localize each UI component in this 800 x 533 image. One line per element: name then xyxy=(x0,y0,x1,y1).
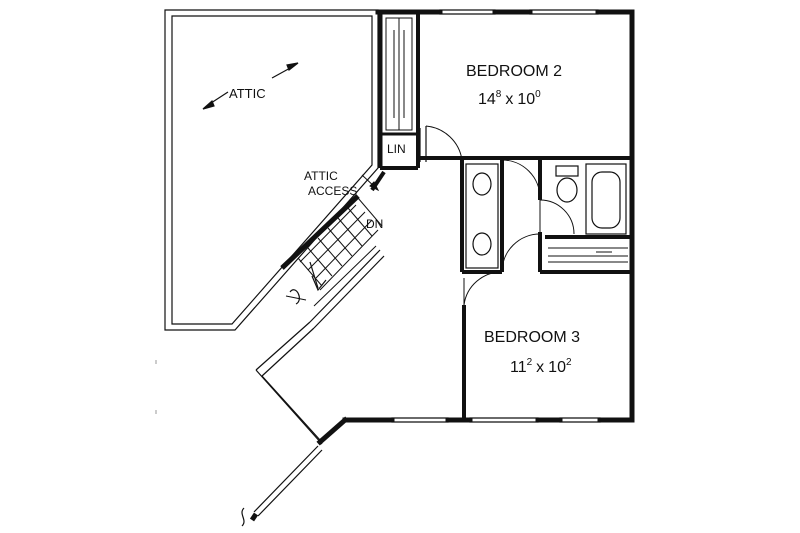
linen-closet xyxy=(377,12,420,170)
deck-edge xyxy=(241,445,323,527)
interior-walls xyxy=(418,156,630,420)
bedroom3-closet xyxy=(548,247,628,263)
attic-access-label-line1: ATTIC xyxy=(304,169,338,183)
railing xyxy=(255,249,385,445)
exterior-walls xyxy=(316,9,635,446)
attic-outline xyxy=(164,9,379,331)
bath-fixtures xyxy=(539,163,627,235)
attic-direction-arrow xyxy=(202,62,299,110)
bedroom3-name: BEDROOM 3 xyxy=(484,329,580,346)
hall-doors xyxy=(463,159,541,306)
staircase xyxy=(280,194,383,307)
bedroom2-name: BEDROOM 2 xyxy=(466,63,562,80)
stairs-down-label: DN xyxy=(366,217,383,231)
attic-label: ATTIC xyxy=(229,86,266,101)
vanity xyxy=(465,163,499,269)
linen-label: LIN xyxy=(387,142,406,156)
attic-access-label-line2: ACCESS xyxy=(308,184,357,198)
attic-access-arrow xyxy=(361,170,386,192)
